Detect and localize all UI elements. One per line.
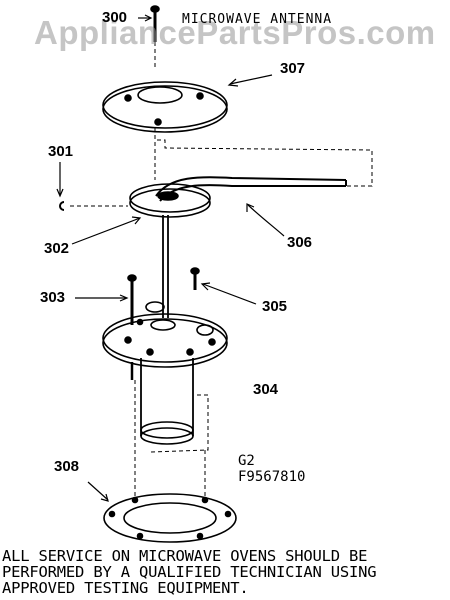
callout-301: 301 (48, 143, 74, 160)
callout-308: 308 (54, 458, 80, 475)
antenna-shaft (162, 215, 169, 318)
safety-notice-line-3: APPROVED TESTING EQUIPMENT. (2, 579, 249, 597)
callout-307: 307 (280, 60, 306, 77)
callout-304: 304 (253, 381, 279, 398)
antenna-rod-306 (155, 176, 347, 202)
screw-300 (150, 5, 160, 42)
callout-302: 302 (44, 240, 70, 257)
housing-flange (102, 301, 228, 368)
safety-notice-line-1: ALL SERVICE ON MICROWAVE OVENS SHOULD BE (2, 547, 368, 565)
callout-300: 300 (102, 9, 128, 26)
gasket-308 (103, 493, 237, 543)
clip-301 (59, 201, 65, 211)
diagram-title: MICROWAVE ANTENNA (182, 12, 333, 27)
mounting-plate-307 (102, 81, 228, 133)
figure-code-line-2: F9567810 (238, 469, 306, 485)
callout-303: 303 (40, 289, 66, 306)
antenna-hub-302 (129, 183, 211, 218)
figure-code-line-1: G2 (238, 453, 255, 469)
housing-cylinder-304 (130, 358, 194, 445)
site-watermark: AppliancePartsPros.com (34, 14, 436, 51)
safety-notice: ALL SERVICE ON MICROWAVE OVENS SHOULD BE… (2, 548, 448, 596)
safety-notice-line-2: PERFORMED BY A QUALIFIED TECHNICIAN USIN… (2, 563, 377, 581)
callout-306: 306 (287, 234, 313, 251)
callout-305: 305 (262, 298, 288, 315)
screw-305 (190, 267, 200, 290)
leader-lines (56, 14, 285, 502)
